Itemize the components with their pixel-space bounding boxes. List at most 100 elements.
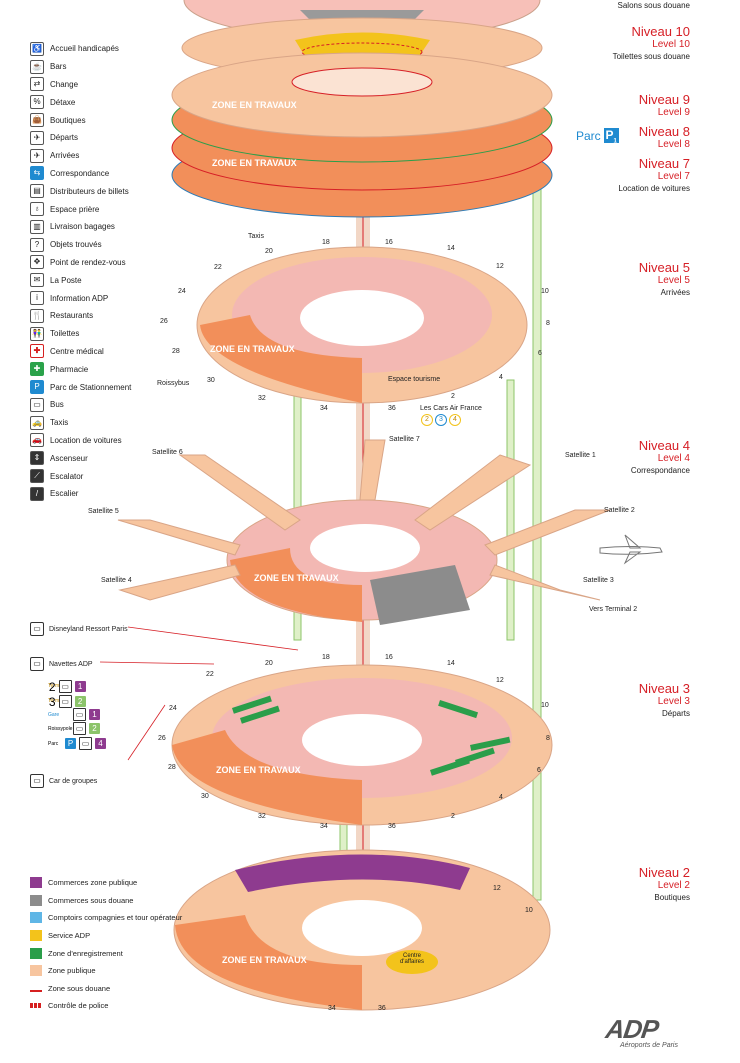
- cars-air-france-label: Les Cars Air France: [420, 405, 482, 412]
- parking-icon: P1: [603, 128, 619, 145]
- zone-legend-label: Zone sous douane: [48, 983, 111, 993]
- gate-number: 36: [388, 405, 396, 412]
- level8-subtitle: Level 8: [657, 139, 690, 150]
- gate-number: 10: [525, 907, 533, 914]
- legend-label: Toilettes: [50, 329, 80, 339]
- level3-desc: Départs: [661, 709, 690, 718]
- shopping-bag-icon: 👜: [30, 113, 44, 128]
- satellite5-label: Satellite 5: [88, 508, 119, 515]
- taxi-icon: 🚕: [30, 415, 44, 430]
- level5-desc: Arrivées: [660, 288, 690, 297]
- disneyland-item: ▭ Disneyland Ressort Paris: [30, 622, 128, 636]
- level2-subtitle: Level 2: [657, 880, 690, 891]
- level7-header: Niveau 7 Level 7 Location de voitures: [618, 156, 690, 194]
- legend-label: Change: [50, 79, 79, 89]
- legend-row: ✉La Poste: [30, 271, 200, 289]
- gate-number: 8: [546, 320, 550, 327]
- legend-label: Bars: [50, 62, 67, 72]
- level2-works-zone: [175, 915, 362, 1010]
- legend-row: ✚Pharmacie: [30, 360, 200, 378]
- airplane-icon: [599, 534, 663, 565]
- arrival-plane-icon: ✈: [30, 148, 44, 163]
- terminal2-badge: 1: [74, 680, 86, 692]
- zone-label-l3: ZONE EN TRAVAUX: [216, 765, 301, 775]
- zone-legend-label: Zone publique: [48, 966, 96, 976]
- caf-line-3: 3: [435, 414, 447, 426]
- terminal2-num: 2: [48, 680, 56, 694]
- legend-row: ⇄ Change: [30, 76, 200, 94]
- gate-number: 10: [541, 702, 549, 709]
- parc-badge: 4: [95, 738, 106, 749]
- gate-number: 20: [265, 660, 273, 667]
- parc-row: Parc P ▭ 4: [48, 737, 106, 750]
- parc-sub: 1: [613, 138, 617, 145]
- satellite3-label: Satellite 3: [583, 577, 614, 584]
- prayer-icon: ♁: [30, 202, 44, 217]
- zone-legend-label: Zone d'enregistrement: [48, 948, 123, 958]
- espace-tourisme-label: Espace tourisme: [388, 376, 441, 383]
- terminal-label: Terminal: [48, 683, 67, 689]
- legend-row: ▤Distributeurs de billets: [30, 182, 200, 200]
- parc-label: Parc: [576, 128, 601, 143]
- legend-row: 👜 Boutiques: [30, 111, 200, 129]
- cars-air-france-lines: 2 3 4: [421, 414, 461, 426]
- legend-label: Information ADP: [50, 293, 109, 303]
- level4-desc: Correspondance: [630, 466, 690, 475]
- pharmacy-icon: ✚: [30, 362, 44, 377]
- level4-hole: [310, 524, 420, 572]
- gate-number: 22: [206, 671, 214, 678]
- gate-number: 24: [178, 288, 186, 295]
- roissypole-label: Roissypole: [48, 725, 73, 732]
- level4-subtitle: Level 4: [657, 453, 690, 464]
- legend-label: Ascenseur: [50, 453, 88, 463]
- level5-title: Niveau 5: [638, 260, 690, 275]
- gate-number: 10: [541, 288, 549, 295]
- car-groupes-label: Car de groupes: [49, 777, 98, 785]
- exchange-icon: ⇄: [30, 77, 44, 92]
- centre-affaires-zone: [386, 950, 438, 974]
- legend-label: Livraison bagages: [50, 222, 115, 232]
- zone-legend-row: Zone d'enregistrement: [30, 944, 182, 962]
- zone-legend-row: Service ADP: [30, 927, 182, 945]
- parc-badge: P: [605, 128, 614, 142]
- terminal3-num: 3: [48, 695, 56, 709]
- legend-row: ▥Livraison bagages: [30, 218, 200, 236]
- gate-number: 30: [201, 793, 209, 800]
- legend-row: ✚Centre médical: [30, 343, 200, 361]
- legend-label: La Poste: [50, 275, 82, 285]
- legend-label: Restaurants: [50, 311, 94, 321]
- level4-header: Niveau 4 Level 4 Correspondance: [631, 438, 690, 476]
- zone-label-l2: ZONE EN TRAVAUX: [222, 955, 307, 965]
- zone-legend-label: Service ADP: [48, 931, 91, 941]
- caf-line-4: 4: [449, 414, 461, 426]
- level2-desc: Boutiques: [654, 893, 690, 902]
- zone-label-l4: ZONE EN TRAVAUX: [254, 573, 339, 583]
- gate-number: 12: [496, 263, 504, 270]
- centre-affaires-label: Centre d'affaires: [399, 953, 425, 965]
- legend-row: i Information ADP: [30, 289, 200, 307]
- zone-legend-row: Zone publique: [30, 962, 182, 980]
- zone-legend-label: Contrôle de police: [48, 1001, 109, 1011]
- gate-number: 22: [214, 264, 222, 271]
- medical-cross-icon: ✚: [30, 344, 44, 359]
- legend-row: ✈Départs: [30, 129, 200, 147]
- legend-label: Détaxe: [50, 97, 76, 107]
- level11-header: Salons sous douane: [618, 0, 691, 11]
- logo-brand: ADP: [603, 1014, 661, 1044]
- parc-row-label: Parc: [48, 740, 59, 747]
- zone-legend-row: Contrôle de police: [30, 997, 182, 1015]
- departure-plane-icon: ✈: [30, 130, 44, 145]
- gate-number: 26: [160, 318, 168, 325]
- gate-number: 32: [258, 813, 266, 820]
- legend-label: Boutiques: [50, 115, 86, 125]
- parc-p1: Parc P1: [576, 128, 619, 145]
- stairs-icon: /: [30, 486, 44, 501]
- level10-header: Niveau 10 Level 10 Toilettes sous douane: [613, 24, 690, 62]
- level8-header: Niveau 8 Level 8: [639, 124, 690, 151]
- zone-swatch: [30, 930, 42, 942]
- bus-icon: ▭: [58, 679, 72, 693]
- info-icon: i: [30, 291, 44, 306]
- terminal2-row: Terminal 2 ▭ 1: [48, 678, 86, 694]
- legend-row: 🍴Restaurants: [30, 307, 200, 325]
